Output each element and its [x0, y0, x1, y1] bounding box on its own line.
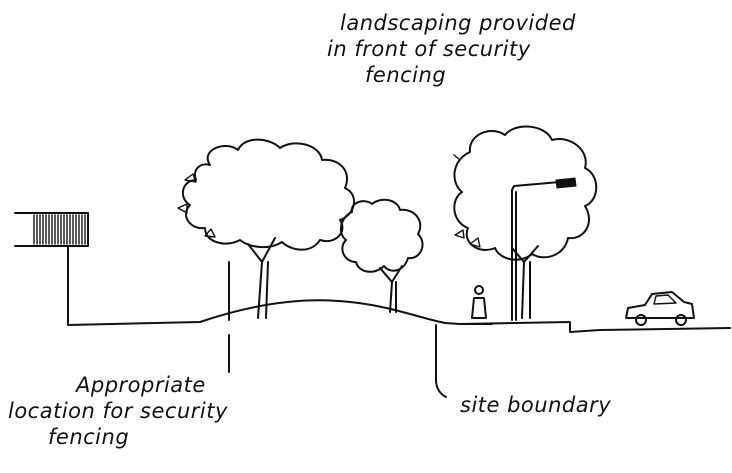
fencing-location-line-2: location for security — [8, 399, 228, 423]
site-boundary-line — [435, 324, 447, 398]
building-icon — [14, 212, 89, 326]
ground-line — [67, 299, 731, 333]
site-boundary-label: site boundary — [460, 393, 612, 417]
car-icon — [625, 291, 695, 326]
street-light-icon — [511, 177, 577, 321]
tree-icon — [339, 198, 424, 313]
fencing-location-line-1: Appropriate — [76, 373, 206, 397]
person-icon — [461, 285, 493, 325]
fencing-location-line-3: fencing — [48, 425, 130, 449]
landscaping-note: landscaping provided in front of securit… — [315, 10, 625, 94]
tree-icon — [177, 138, 355, 319]
landscaping-note-line-1: landscaping provided — [340, 11, 576, 35]
landscaping-note-line-3: fencing — [365, 63, 447, 87]
fencing-location-note: Appropriate location for security fencin… — [8, 372, 308, 468]
landscaping-note-line-2: in front of security — [327, 37, 531, 61]
